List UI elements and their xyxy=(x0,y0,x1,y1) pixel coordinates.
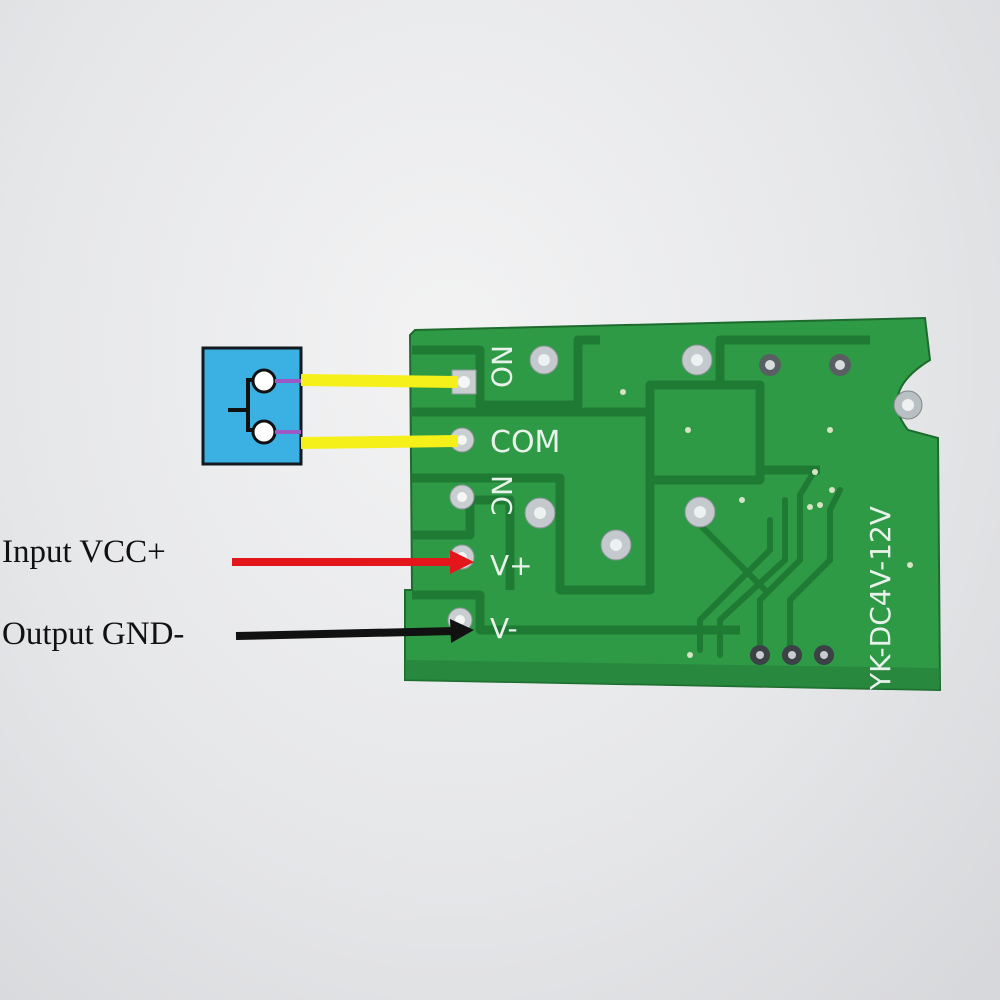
output-gnd-label: Output GND- xyxy=(2,616,185,652)
pad-nc xyxy=(449,484,475,510)
input-vcc-label: Input VCC+ xyxy=(2,534,166,570)
push-button-switch-icon xyxy=(201,346,303,466)
vcc-arrow xyxy=(232,550,474,574)
silk-v-minus: V- xyxy=(490,612,518,645)
pcb-board: NO COM NC V+ V- YK-DC4V-12V xyxy=(404,316,942,692)
silk-nc: NC xyxy=(485,475,518,516)
silk-no: NO xyxy=(485,345,518,388)
switch-wires xyxy=(300,374,459,449)
silk-model: YK-DC4V-12V xyxy=(864,506,897,691)
gnd-arrow xyxy=(235,619,474,643)
silk-v-plus: V+ xyxy=(490,549,533,582)
silk-com: COM xyxy=(490,425,560,460)
